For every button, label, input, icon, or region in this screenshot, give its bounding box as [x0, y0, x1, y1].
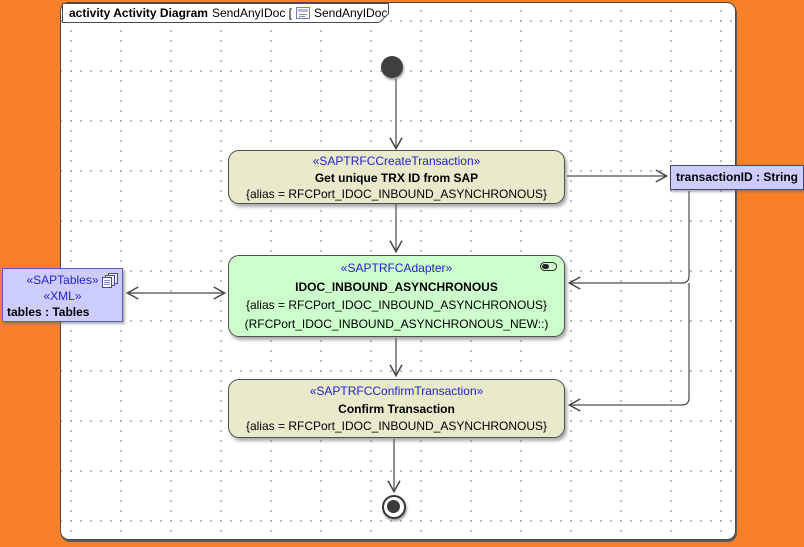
copies-icon — [102, 273, 118, 288]
activity-final-node[interactable] — [382, 495, 406, 519]
initial-node[interactable] — [381, 56, 403, 78]
flow-transactionid-to-confirm[interactable] — [567, 283, 690, 412]
diagram-name-suffix-label: SendAnyIDoc ] — [314, 6, 395, 20]
diagram-frame-tab-label: activity Activity Diagram SendAnyIDoc [ … — [63, 4, 388, 22]
object-node-transactionid[interactable]: transactionID : String — [670, 165, 804, 190]
diagram-canvas[interactable] — [60, 2, 736, 540]
action-alias: {alias = RFCPort_IDOC_INBOUND_ASYNCHRONO… — [245, 298, 548, 312]
action-name: Get unique TRX ID from SAP — [314, 170, 479, 185]
activity-diagram-icon — [296, 7, 310, 19]
diagram-frame-tab[interactable]: activity Activity Diagram SendAnyIDoc [ … — [62, 3, 389, 23]
stereotype-label: «SAPTRFCConfirmTransaction» — [309, 384, 484, 398]
stereotype-label: «SAPTRFCCreateTransaction» — [312, 154, 481, 168]
action-name: Confirm Transaction — [338, 401, 455, 416]
action-create-transaction[interactable]: «SAPTRFCCreateTransaction» Get unique TR… — [228, 150, 565, 204]
stereotype-label: «XML» — [43, 289, 82, 303]
action-name: IDOC_INBOUND_ASYNCHRONOUS — [295, 279, 498, 294]
action-detail: (RFCPort_IDOC_INBOUND_ASYNCHRONOUS_NEW::… — [244, 316, 549, 331]
call-behavior-toggle-icon — [540, 262, 557, 271]
action-alias: {alias = RFCPort_IDOC_INBOUND_ASYNCHRONO… — [245, 419, 548, 433]
object-node-label: transactionID : String — [675, 170, 798, 184]
action-confirm-transaction[interactable]: «SAPTRFCConfirmTransaction» Confirm Tran… — [228, 379, 565, 438]
action-alias: {alias = RFCPort_IDOC_INBOUND_ASYNCHRONO… — [245, 187, 548, 201]
diagram-kind-label: activity Activity Diagram — [69, 6, 208, 20]
object-node-tables[interactable]: «SAPTables» «XML» tables : Tables — [2, 268, 123, 322]
stereotype-label: «SAPTables» — [26, 273, 99, 287]
action-idoc-inbound-adapter[interactable]: «SAPTRFCAdapter» IDOC_INBOUND_ASYNCHRONO… — [228, 255, 565, 337]
object-node-label: tables : Tables — [7, 305, 90, 319]
stereotype-label: «SAPTRFCAdapter» — [340, 261, 453, 275]
diagram-name-label: SendAnyIDoc [ — [211, 6, 292, 20]
flow-transactionid-to-adapter[interactable] — [567, 191, 690, 290]
